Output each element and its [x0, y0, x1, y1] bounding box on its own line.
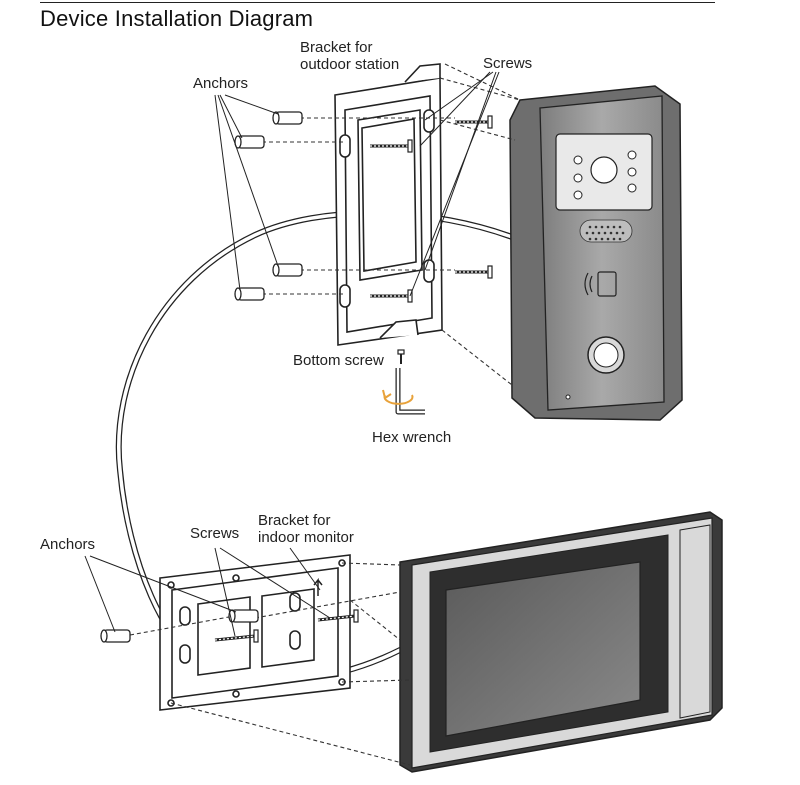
indoor-bracket-label-2: indoor monitor: [258, 529, 354, 546]
outdoor-anchors: [234, 111, 303, 301]
indoor-bracket-label-1: Bracket for: [258, 512, 331, 529]
outdoor-bracket-label-2: outdoor station: [300, 56, 399, 73]
monitor-screen: [445, 561, 641, 737]
indoor-leaders: [84, 547, 331, 637]
speaker-grill-icon: [579, 219, 633, 243]
outdoor-guides: [262, 63, 521, 386]
indoor-anchors-label: Anchors: [40, 536, 95, 553]
page-title: Device Installation Diagram: [40, 6, 314, 31]
card-reader-icon: [584, 271, 617, 297]
indoor-guides: [129, 562, 411, 766]
bottom-screw-label: Bottom screw: [293, 352, 384, 369]
indoor-monitor: [399, 511, 723, 773]
outdoor-station: [509, 85, 683, 421]
hex-wrench-label: Hex wrench: [372, 429, 451, 446]
outdoor-screws-label: Screws: [483, 55, 532, 72]
indoor-anchors: [100, 609, 259, 643]
outdoor-leaders: [214, 71, 500, 297]
title-rule: [40, 2, 715, 3]
outdoor-bracket-label-1: Bracket for: [300, 39, 373, 56]
outdoor-bracket: [334, 63, 443, 346]
indoor-screws: [214, 609, 359, 643]
indoor-screws-label: Screws: [190, 525, 239, 542]
hex-wrench-icon: [382, 368, 425, 415]
outdoor-screws: [370, 115, 493, 364]
outdoor-anchors-label: Anchors: [193, 75, 248, 92]
camera-lens-icon: [590, 156, 618, 184]
